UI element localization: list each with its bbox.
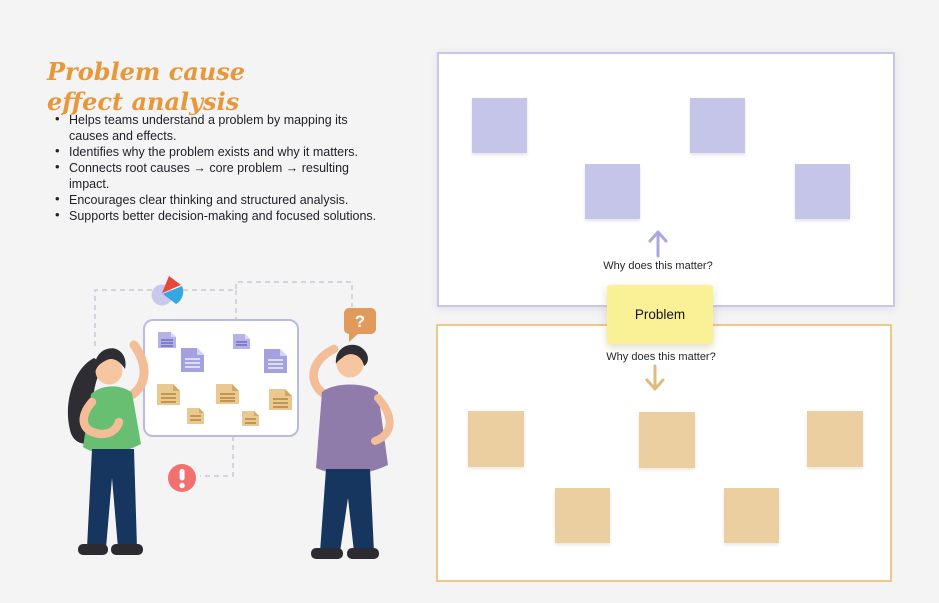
sticky-note[interactable] [555,488,610,543]
sticky-note[interactable] [585,164,640,219]
causes-panel[interactable] [436,324,892,582]
dashed-connector-lines [94,281,353,477]
sticky-note[interactable] [795,164,850,219]
confused-team-illustration: ? [50,272,420,577]
page-title: Problem cause effect analysis [47,57,246,117]
sticky-note[interactable] [724,488,779,543]
arrow-down-icon [645,364,665,391]
bullet-item: Supports better decision-making and focu… [52,207,386,224]
question-bubble-icon: ? [344,308,376,342]
document-icon-purple [158,332,287,373]
sticky-note[interactable] [807,411,863,467]
causes-question-label: Why does this matter? [606,351,716,363]
notes-board [143,319,299,437]
pie-chart-icon [151,276,184,306]
bullet-item: Helps teams understand a problem by mapp… [52,111,386,144]
person-man [309,344,394,559]
problem-card[interactable]: Problem [607,285,713,344]
alert-icon [168,464,196,492]
bullet-item: Encourages clear thinking and structured… [52,191,386,208]
effects-question-label: Why does this matter? [603,260,713,272]
person-woman [67,340,149,555]
sticky-note[interactable] [690,98,745,153]
intro-bullet-list: Helps teams understand a problem by mapp… [52,111,386,224]
document-icon-tan [157,384,292,426]
bullet-item: Connects root causes → core problem → re… [52,159,386,192]
svg-text:?: ? [355,312,365,331]
bullet-item: Identifies why the problem exists and wh… [52,143,386,160]
sticky-note[interactable] [639,412,695,468]
arrow-up-icon [648,230,668,258]
sticky-note[interactable] [468,411,524,467]
sticky-note[interactable] [472,98,527,153]
